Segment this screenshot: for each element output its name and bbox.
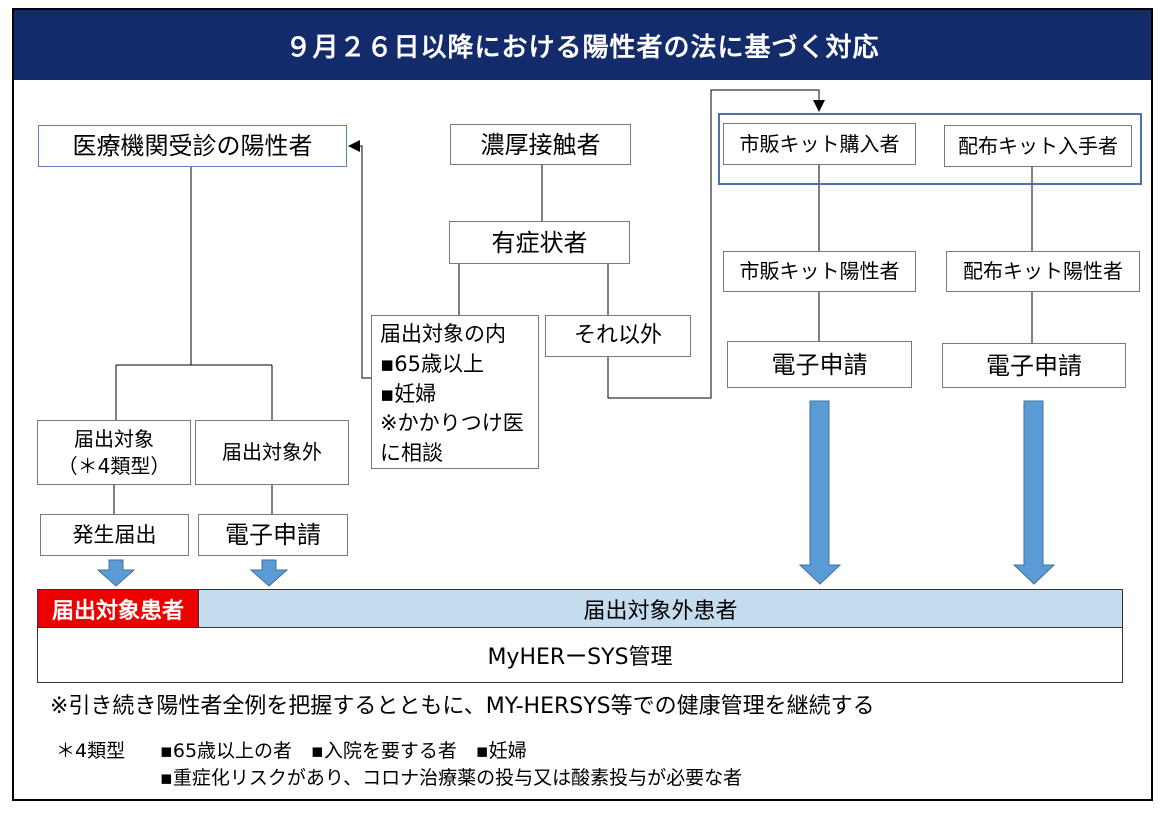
notify-target-sublabel: （＊4類型） (57, 453, 171, 478)
arrow-down-icon (1012, 400, 1056, 585)
footnote-label: ＊4類型 (56, 740, 126, 762)
arrow-down-icon (249, 559, 289, 587)
kit-group-frame (718, 113, 1142, 185)
arrow-down-icon (798, 400, 842, 585)
e-apply-box: 電子申請 (727, 341, 912, 388)
target-patients-bar: 届出対象患者 (37, 589, 199, 628)
e-apply-box: 電子申請 (198, 514, 348, 556)
notify-target-label: 届出対象 (74, 426, 154, 451)
other-box: それ以外 (545, 315, 691, 357)
e-apply-box: 電子申請 (942, 343, 1126, 388)
clinic-positive-box: 医療機関受診の陽性者 (38, 125, 347, 167)
page-frame (12, 8, 1153, 801)
notify-excluded-box: 届出対象外 (195, 420, 349, 485)
kit-receiver-positive-box: 配布キット陽性者 (946, 251, 1140, 292)
kit-buyer-box: 市販キット購入者 (723, 123, 916, 165)
symptomatic-box: 有症状者 (449, 221, 630, 264)
main-note: ※引き続き陽性者全例を把握するとともに、MY-HERSYS等での健康管理を継続す… (50, 694, 875, 719)
priority-line: ▪妊婦 (380, 381, 437, 406)
close-contact-box: 濃厚接触者 (450, 124, 631, 165)
priority-line: 届出対象の内 (380, 322, 506, 346)
kit-receiver-box: 配布キット入手者 (944, 125, 1132, 167)
notify-target-box: 届出対象 （＊4類型） (37, 420, 191, 485)
footnote-line-2: ▪重症化リスクがあり、コロナ治療薬の投与又は酸素投与が必要な者 (160, 767, 743, 789)
kit-buyer-positive-box: 市販キット陽性者 (723, 251, 916, 292)
priority-notify-box: 届出対象の内 ▪65歳以上 ▪妊婦 ※かかりつけ医 に相談 (371, 315, 539, 469)
management-bar: MyHERーSYS管理 (37, 628, 1123, 683)
arrow-down-icon (96, 559, 136, 587)
page-title: ９月２６日以降における陽性者の法に基づく対応 (14, 10, 1151, 80)
footnote-line-1: ▪65歳以上の者 ▪入院を要する者 ▪妊婦 (160, 740, 527, 762)
priority-line: に相談 (380, 441, 443, 466)
non-target-patients-bar: 届出対象外患者 (199, 589, 1123, 628)
outbreak-notice-box: 発生届出 (40, 514, 189, 556)
priority-line: ※かかりつけ医 (380, 411, 524, 436)
priority-line: ▪65歳以上 (380, 351, 484, 376)
